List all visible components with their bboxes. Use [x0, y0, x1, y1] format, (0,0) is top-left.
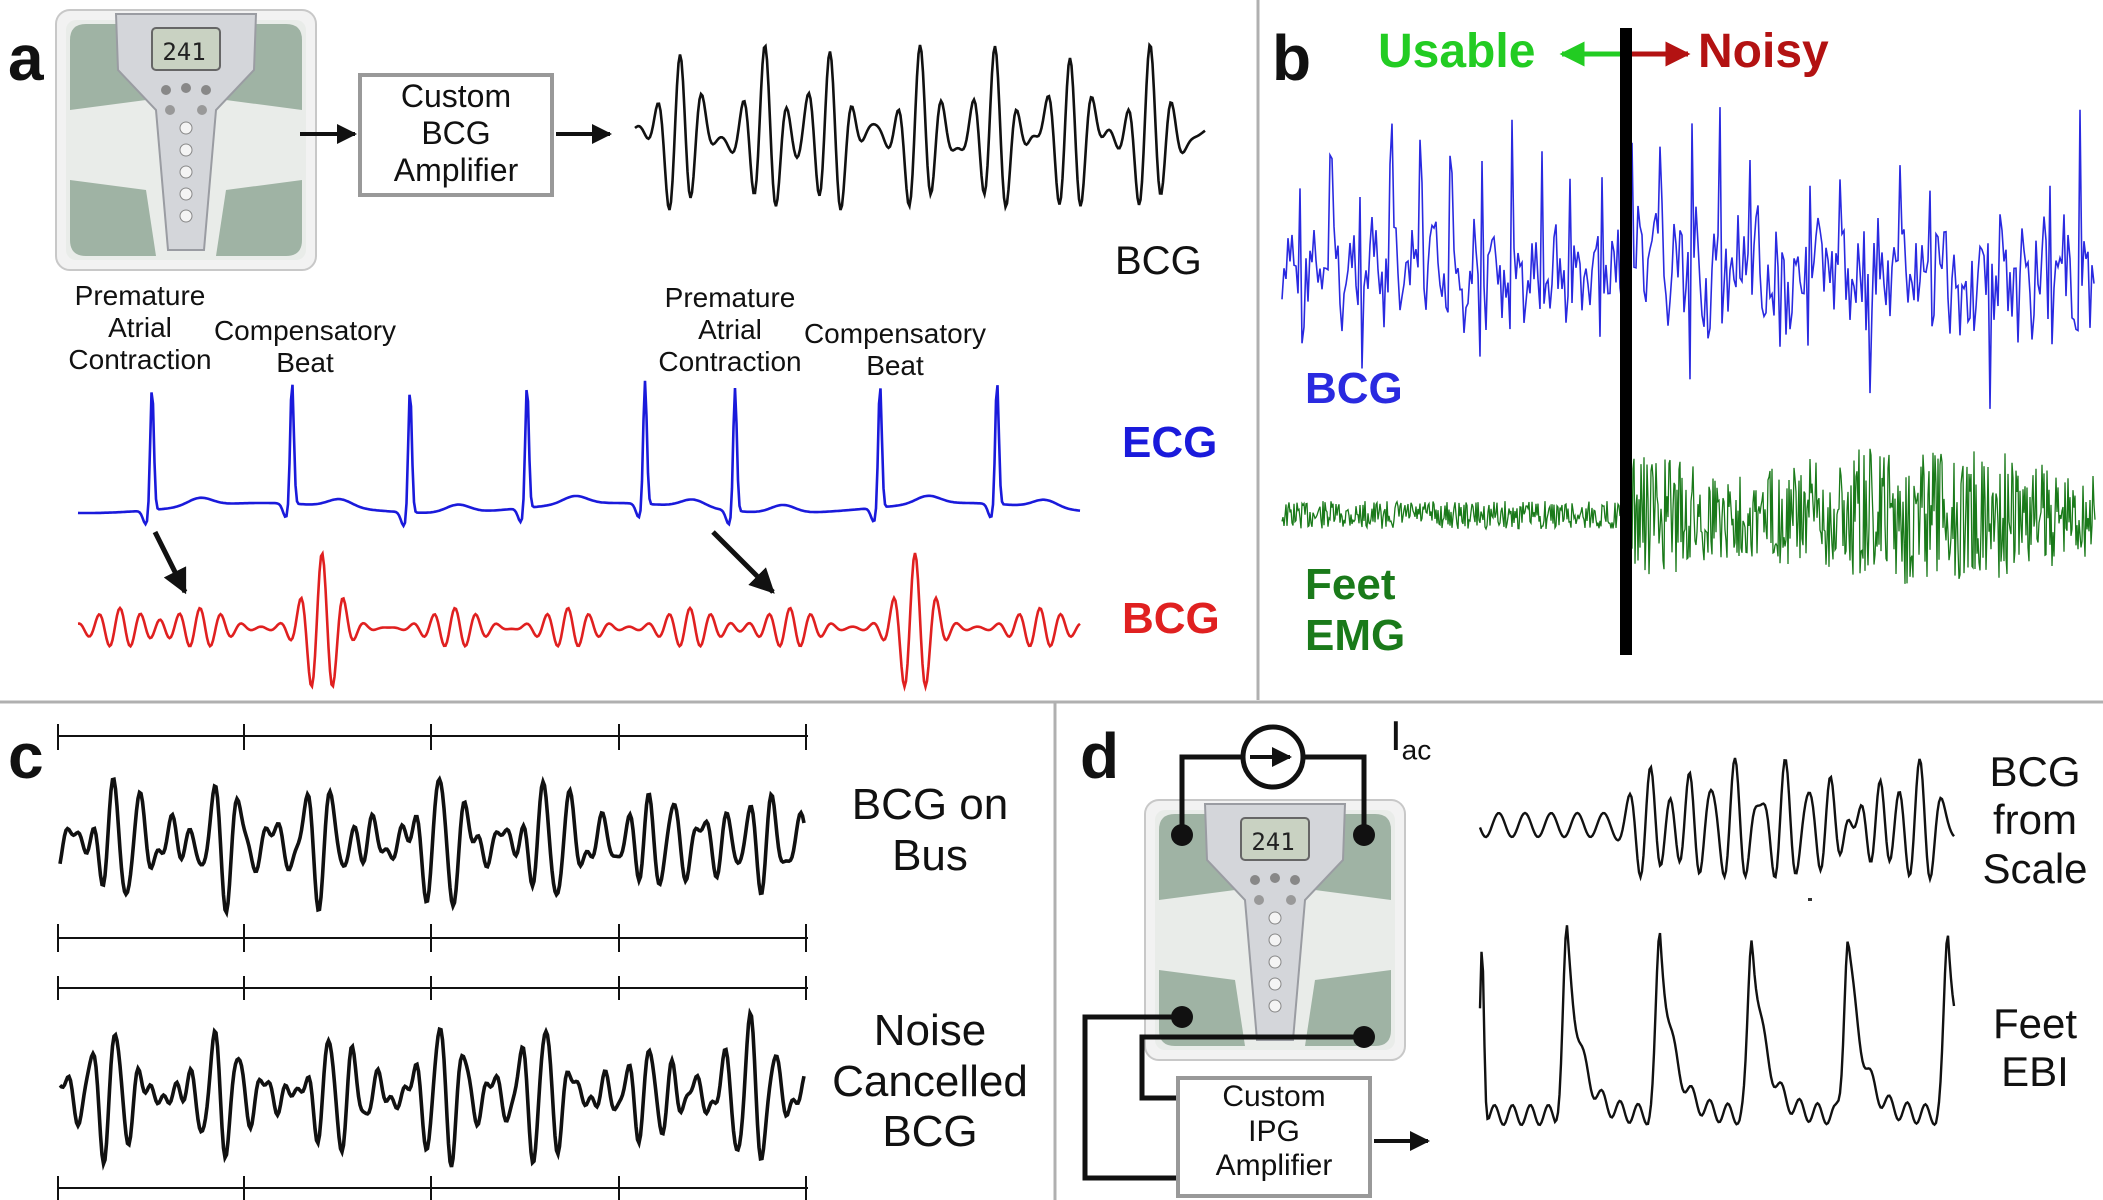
electrode-dot-icon [1171, 824, 1193, 846]
pointer-arrow-icon [711, 530, 775, 594]
axis-frame-top [57, 724, 808, 952]
panel-letter-d: d [1080, 720, 1120, 792]
bus-line-1: BCG on [851, 780, 1009, 829]
amp-line-1: Custom [400, 78, 512, 114]
nc-line-2: Cancelled [832, 1056, 1028, 1106]
annotation-compensatory-1: Compensatory Beat [205, 315, 405, 379]
anno-2-line-2: Beat [276, 347, 334, 379]
amp-line-3: Amplifier [393, 151, 519, 188]
panel-letter-c: c [8, 720, 44, 792]
axis-frame-bottom [57, 976, 808, 1200]
ecg-label: ECG [1122, 418, 1218, 467]
anno-3-line-1: Premature [664, 282, 796, 313]
electrode-dot-icon [1353, 824, 1375, 846]
amp-line-2: BCG [421, 114, 491, 151]
feet-ebi-trace [1478, 925, 1956, 1127]
bcg-amplifier-label: Custom BCG Amplifier [362, 78, 550, 188]
ebi-line-1: Feet [1992, 1000, 2078, 1047]
anno-3-line-2: Atrial [698, 314, 762, 346]
bcg-trace-a [634, 42, 1206, 212]
voltage-wire-left [1082, 1014, 1182, 1181]
anno-1-line-2: Atrial [108, 312, 172, 344]
bcg-blue-label: BCG [1305, 364, 1403, 413]
feet-ebi-label: Feet EBI [1955, 1000, 2103, 1097]
bus-line-2: Bus [892, 830, 968, 880]
bcg-red-trace [77, 550, 1081, 692]
pointer-arrow-icon [152, 530, 188, 595]
ebi-line-2: EBI [2001, 1048, 2069, 1096]
current-symbol: I [1390, 712, 1402, 759]
bfs-line-1: BCG [1989, 748, 2081, 795]
bcg-amplifier-box [358, 73, 554, 197]
bcg-on-bus-label: BCG on Bus [820, 780, 1040, 881]
emg-line-2: EMG [1305, 610, 1406, 660]
bcg-label-a: BCG [1115, 239, 1202, 283]
emg-line-1: Feet [1305, 560, 1396, 609]
nc-line-1: Noise [873, 1006, 987, 1055]
annotation-premature-1: Premature Atrial Contraction [60, 280, 220, 377]
noise-cancelled-label: Noise Cancelled BCG [815, 1006, 1045, 1158]
bfs-line-3: Scale [1982, 844, 2088, 892]
current-subscript: ac [1401, 734, 1432, 766]
bfs-line-2: from [1993, 796, 2077, 844]
emg-trace [1281, 448, 2096, 584]
nc-line-3: BCG [882, 1107, 978, 1157]
ipg-amplifier-label: Custom IPG Amplifier [1180, 1080, 1368, 1184]
panel-letter-a: a [8, 22, 44, 94]
anno-4-line-1: Compensatory [803, 318, 987, 349]
annotation-compensatory-2: Compensatory Beat [795, 318, 995, 382]
usable-label: Usable [1378, 25, 1536, 78]
dot-mark [1808, 898, 1812, 901]
anno-3-line-3: Contraction [658, 346, 802, 378]
ipg-line-2: IPG [1248, 1114, 1300, 1148]
bcg-from-scale-label: BCG from Scale [1955, 748, 2103, 893]
ipg-line-1: Custom [1222, 1080, 1326, 1113]
anno-4-line-2: Beat [866, 350, 924, 382]
anno-2-line-1: Compensatory [213, 315, 397, 346]
annotation-premature-2: Premature Atrial Contraction [650, 282, 810, 379]
bcg-red-label: BCG [1122, 594, 1220, 643]
current-label: Iac [1390, 712, 1431, 767]
emg-label: Feet EMG [1305, 560, 1405, 661]
anno-1-line-1: Premature [74, 280, 206, 311]
bcg-scale-trace [1478, 757, 1955, 884]
ecg-trace [77, 380, 1081, 529]
panel-letter-b: b [1272, 22, 1312, 94]
noise-cancelled-trace [58, 1007, 806, 1171]
ipg-amplifier-box [1176, 1076, 1372, 1198]
noisy-label: Noisy [1698, 25, 1829, 78]
ipg-line-3: Amplifier [1215, 1149, 1333, 1182]
voltage-wire-right [1139, 1034, 1364, 1101]
anno-1-line-3: Contraction [68, 344, 212, 376]
bcg-bus-trace [58, 775, 806, 919]
bcg-blue-trace [1281, 107, 2095, 409]
